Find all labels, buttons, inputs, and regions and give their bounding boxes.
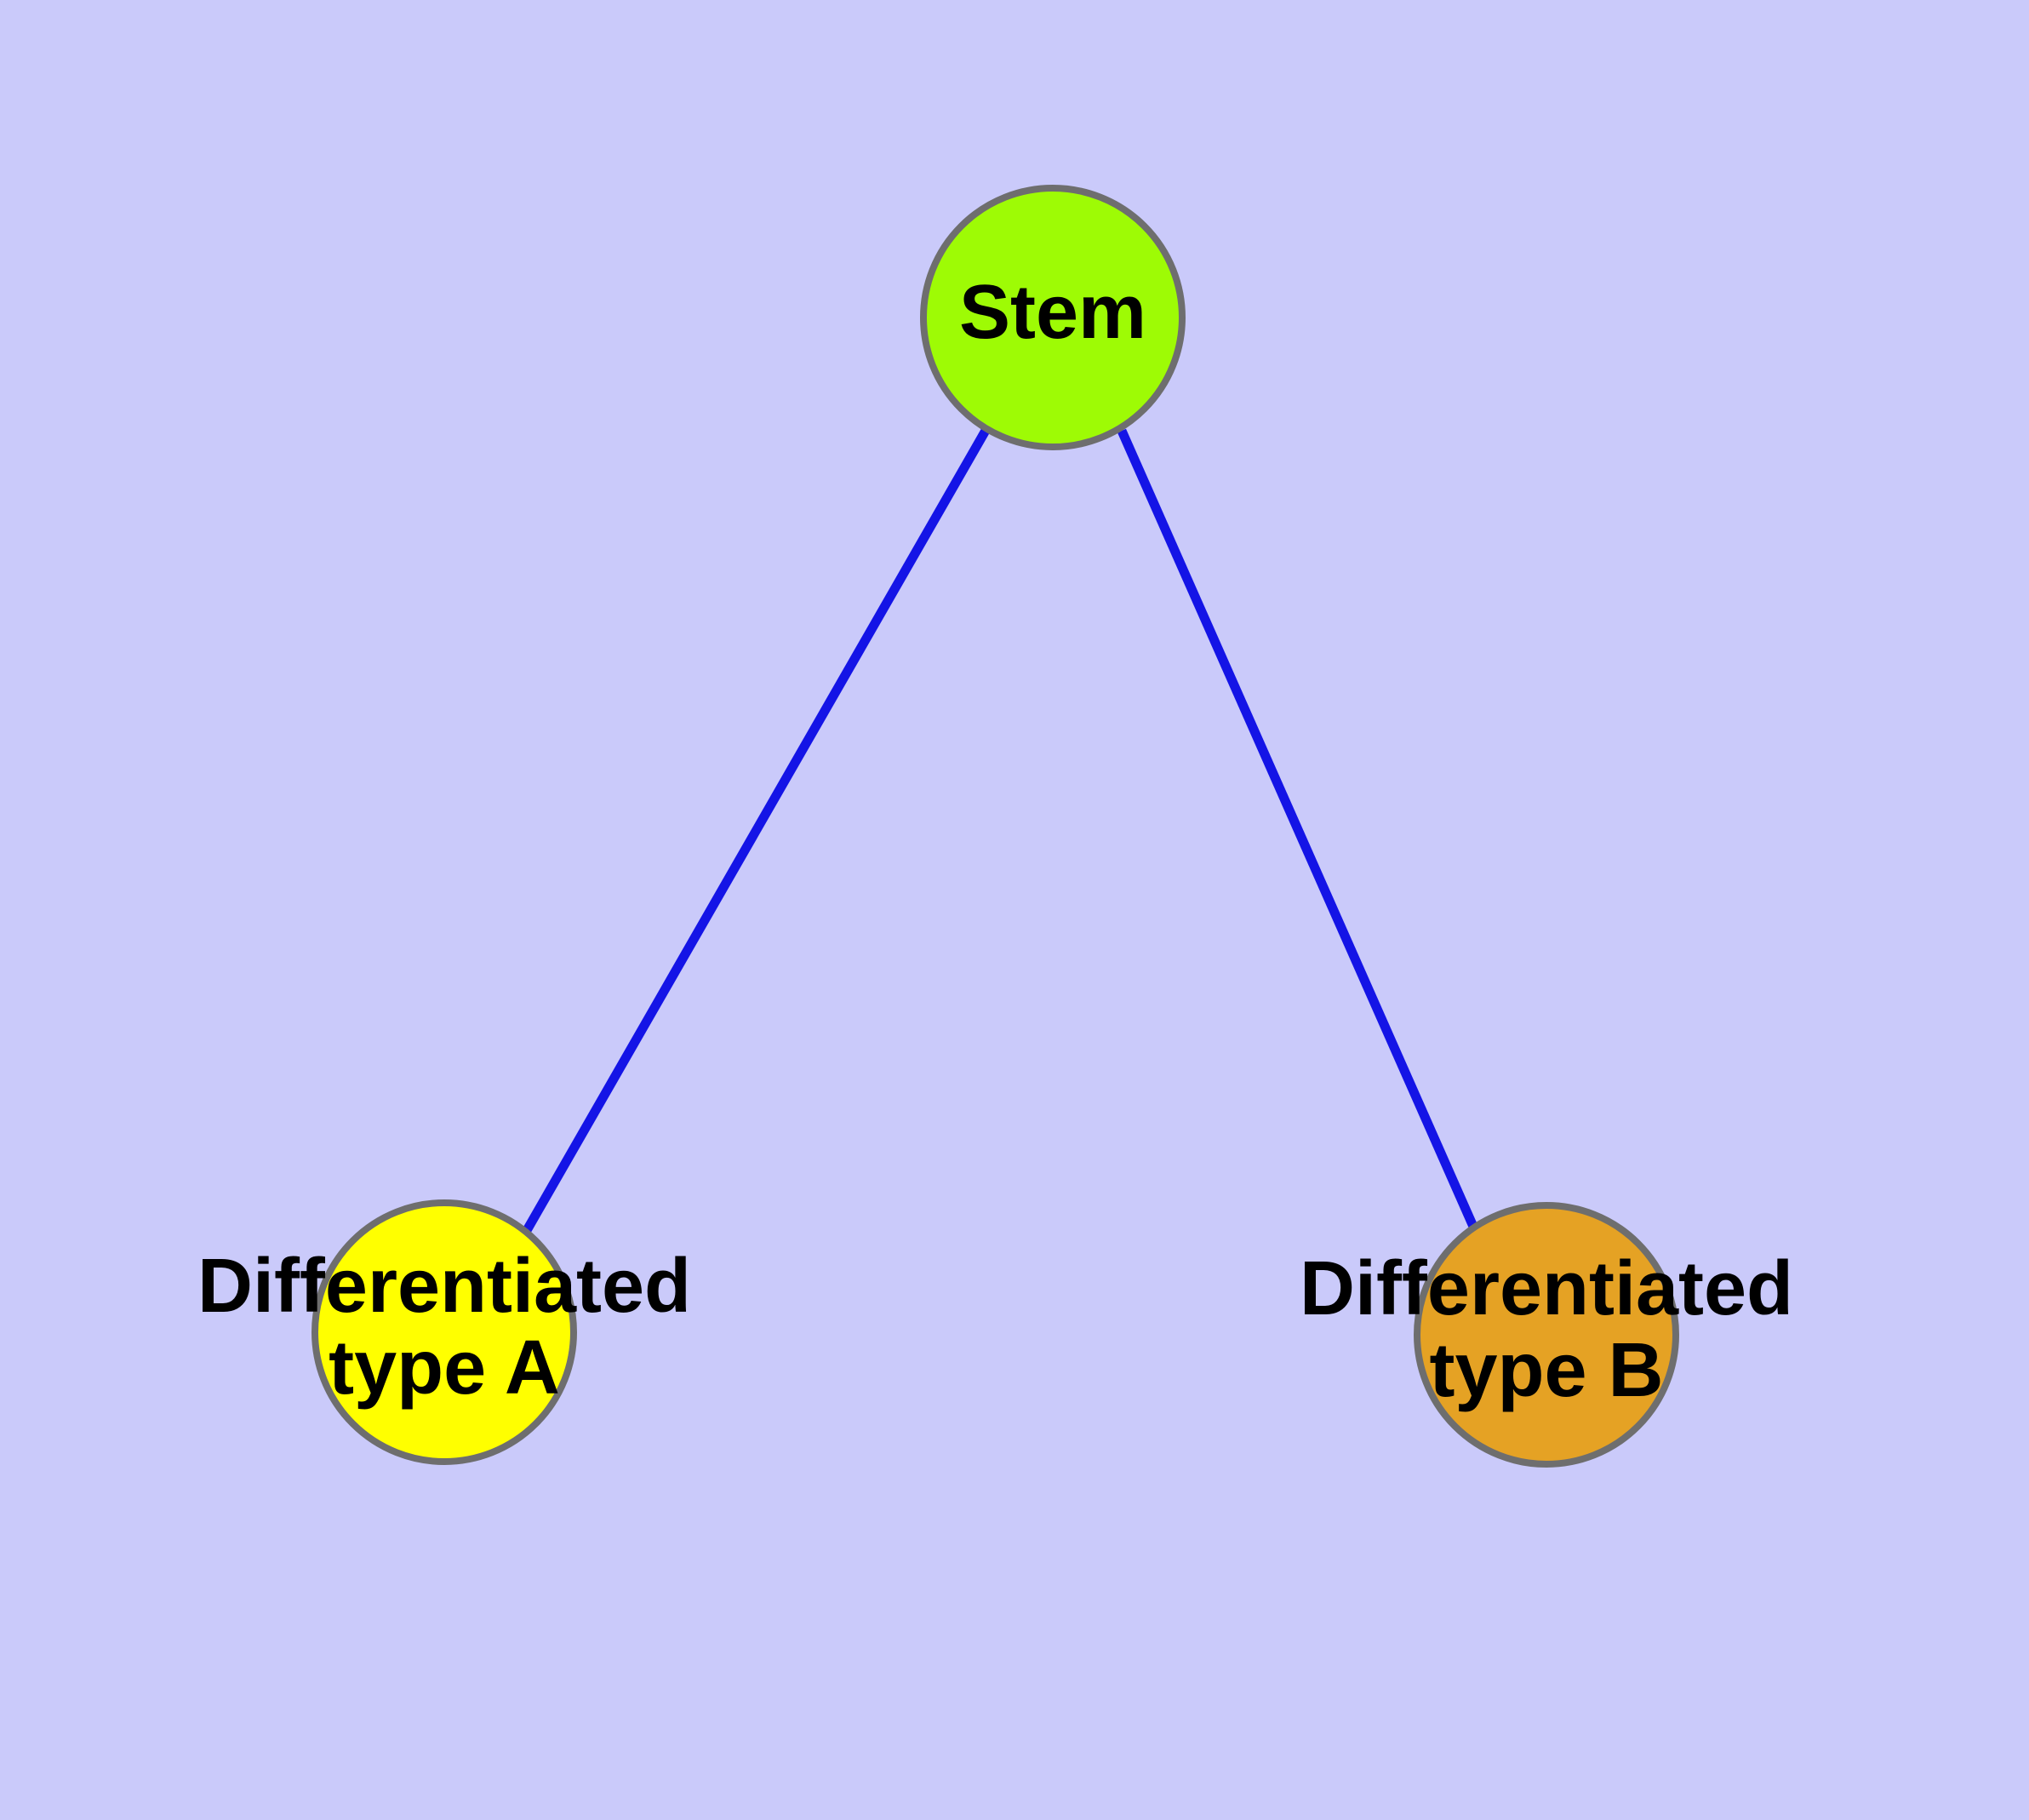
node-type-b[interactable]: [1414, 1202, 1679, 1468]
label-line: type B: [1429, 1328, 1663, 1413]
label-line: Differentiated: [197, 1244, 691, 1329]
node-type-a[interactable]: [311, 1199, 577, 1465]
label-line: Stem: [959, 270, 1146, 355]
node-stem-label: Stem: [959, 270, 1146, 355]
nodes-layer: [311, 185, 1679, 1468]
edges-layer: [522, 426, 1479, 1234]
node-stem-circle[interactable]: [920, 185, 1186, 450]
node-type-b-circle[interactable]: [1414, 1202, 1679, 1468]
edge-stem-to-type-b[interactable]: [1117, 428, 1479, 1231]
label-line: type A: [329, 1325, 560, 1411]
node-stem[interactable]: [920, 185, 1186, 450]
node-type-a-circle[interactable]: [311, 1199, 577, 1465]
edge-stem-to-type-a[interactable]: [522, 426, 991, 1234]
label-line: Differentiated: [1300, 1246, 1793, 1331]
